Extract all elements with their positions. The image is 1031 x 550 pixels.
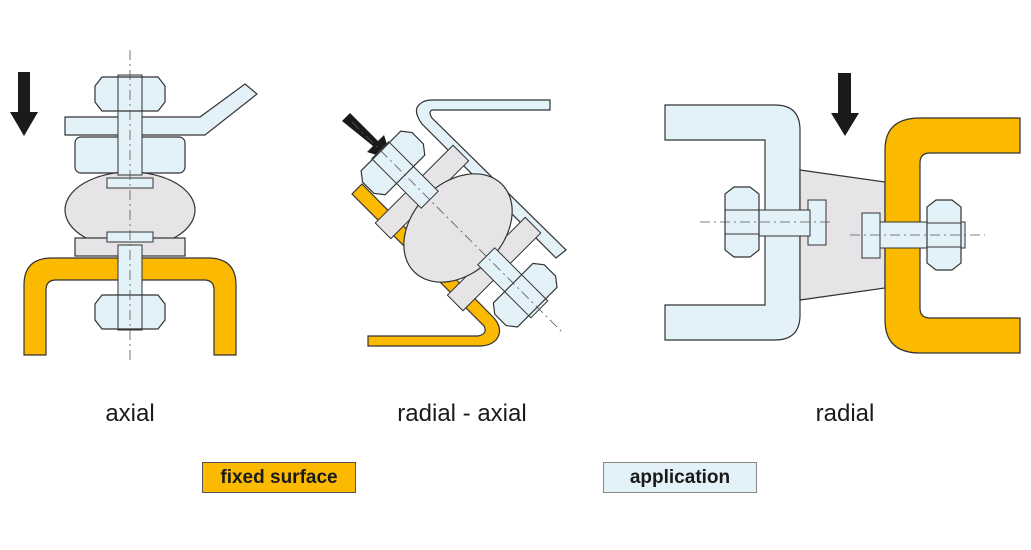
force-arrow-icon — [831, 73, 859, 136]
application-bracket — [664, 104, 801, 341]
force-arrow-icon — [10, 72, 38, 136]
fixed-bracket — [884, 117, 1021, 354]
caption-radial-axial: radial - axial — [397, 400, 527, 427]
legend-fixed-surface: fixed surface — [202, 462, 356, 493]
caption-axial: axial — [105, 400, 155, 427]
caption-radial: radial — [815, 400, 875, 427]
radial-axial-mount — [342, 99, 567, 347]
application-bracket — [64, 83, 258, 136]
axial-mount — [10, 50, 258, 360]
radial-mount — [664, 73, 1021, 354]
legend-application: application — [603, 462, 757, 493]
